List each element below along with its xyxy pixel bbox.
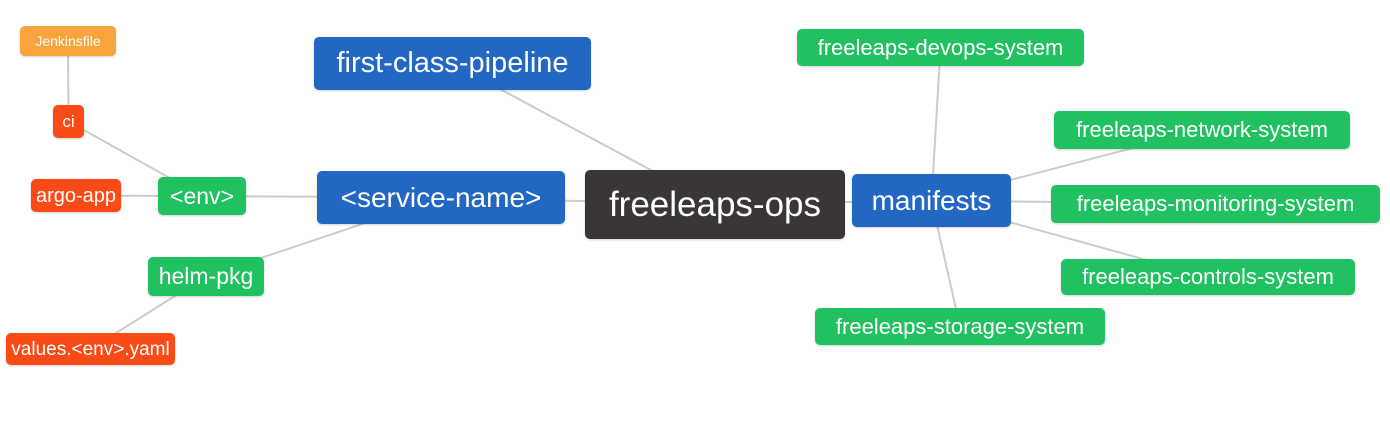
mindmap-node-service-name[interactable]: <service-name> — [317, 171, 565, 224]
node-label: manifests — [871, 184, 992, 216]
mindmap-node-freeleaps-controls-system[interactable]: freeleaps-controls-system — [1061, 259, 1355, 295]
mindmap-node-ci[interactable]: ci — [53, 105, 84, 138]
node-label: <env> — [170, 182, 234, 209]
mindmap-node-first-class-pipeline[interactable]: first-class-pipeline — [314, 37, 591, 90]
node-label: helm-pkg — [158, 263, 254, 289]
node-label: freeleaps-storage-system — [835, 313, 1085, 339]
node-label: ci — [62, 112, 75, 131]
mindmap-node-manifests[interactable]: manifests — [852, 174, 1011, 227]
mindmap-node-freeleaps-storage-system[interactable]: freeleaps-storage-system — [815, 308, 1105, 345]
mindmap-node-env[interactable]: <env> — [158, 177, 246, 215]
node-label: argo-app — [35, 184, 117, 207]
node-label: Jenkinsfile — [35, 33, 101, 49]
node-label: <service-name> — [340, 181, 542, 213]
mindmap-node-freeleaps-network-system[interactable]: freeleaps-network-system — [1054, 111, 1350, 149]
mindmap-node-freeleaps-monitoring-system[interactable]: freeleaps-monitoring-system — [1051, 185, 1380, 223]
node-label: freeleaps-monitoring-system — [1076, 191, 1355, 216]
mindmap-node-freeleaps-devops-system[interactable]: freeleaps-devops-system — [797, 29, 1084, 66]
node-label: first-class-pipeline — [336, 47, 569, 79]
node-label: freeleaps-devops-system — [817, 34, 1064, 60]
mindmap-node-helm-pkg[interactable]: helm-pkg — [148, 257, 264, 296]
mindmap-node-freeleaps-ops[interactable]: freeleaps-ops — [585, 170, 845, 239]
node-label: values.<env>.yaml — [11, 338, 170, 360]
node-label: freeleaps-network-system — [1076, 117, 1328, 142]
node-label: freeleaps-ops — [608, 185, 822, 224]
node-label: freeleaps-controls-system — [1082, 264, 1334, 289]
mindmap-node-argo-app[interactable]: argo-app — [31, 179, 121, 212]
mindmap-node-jenkinsfile[interactable]: Jenkinsfile — [20, 26, 116, 56]
mindmap-node-values-env-yaml[interactable]: values.<env>.yaml — [6, 333, 175, 365]
